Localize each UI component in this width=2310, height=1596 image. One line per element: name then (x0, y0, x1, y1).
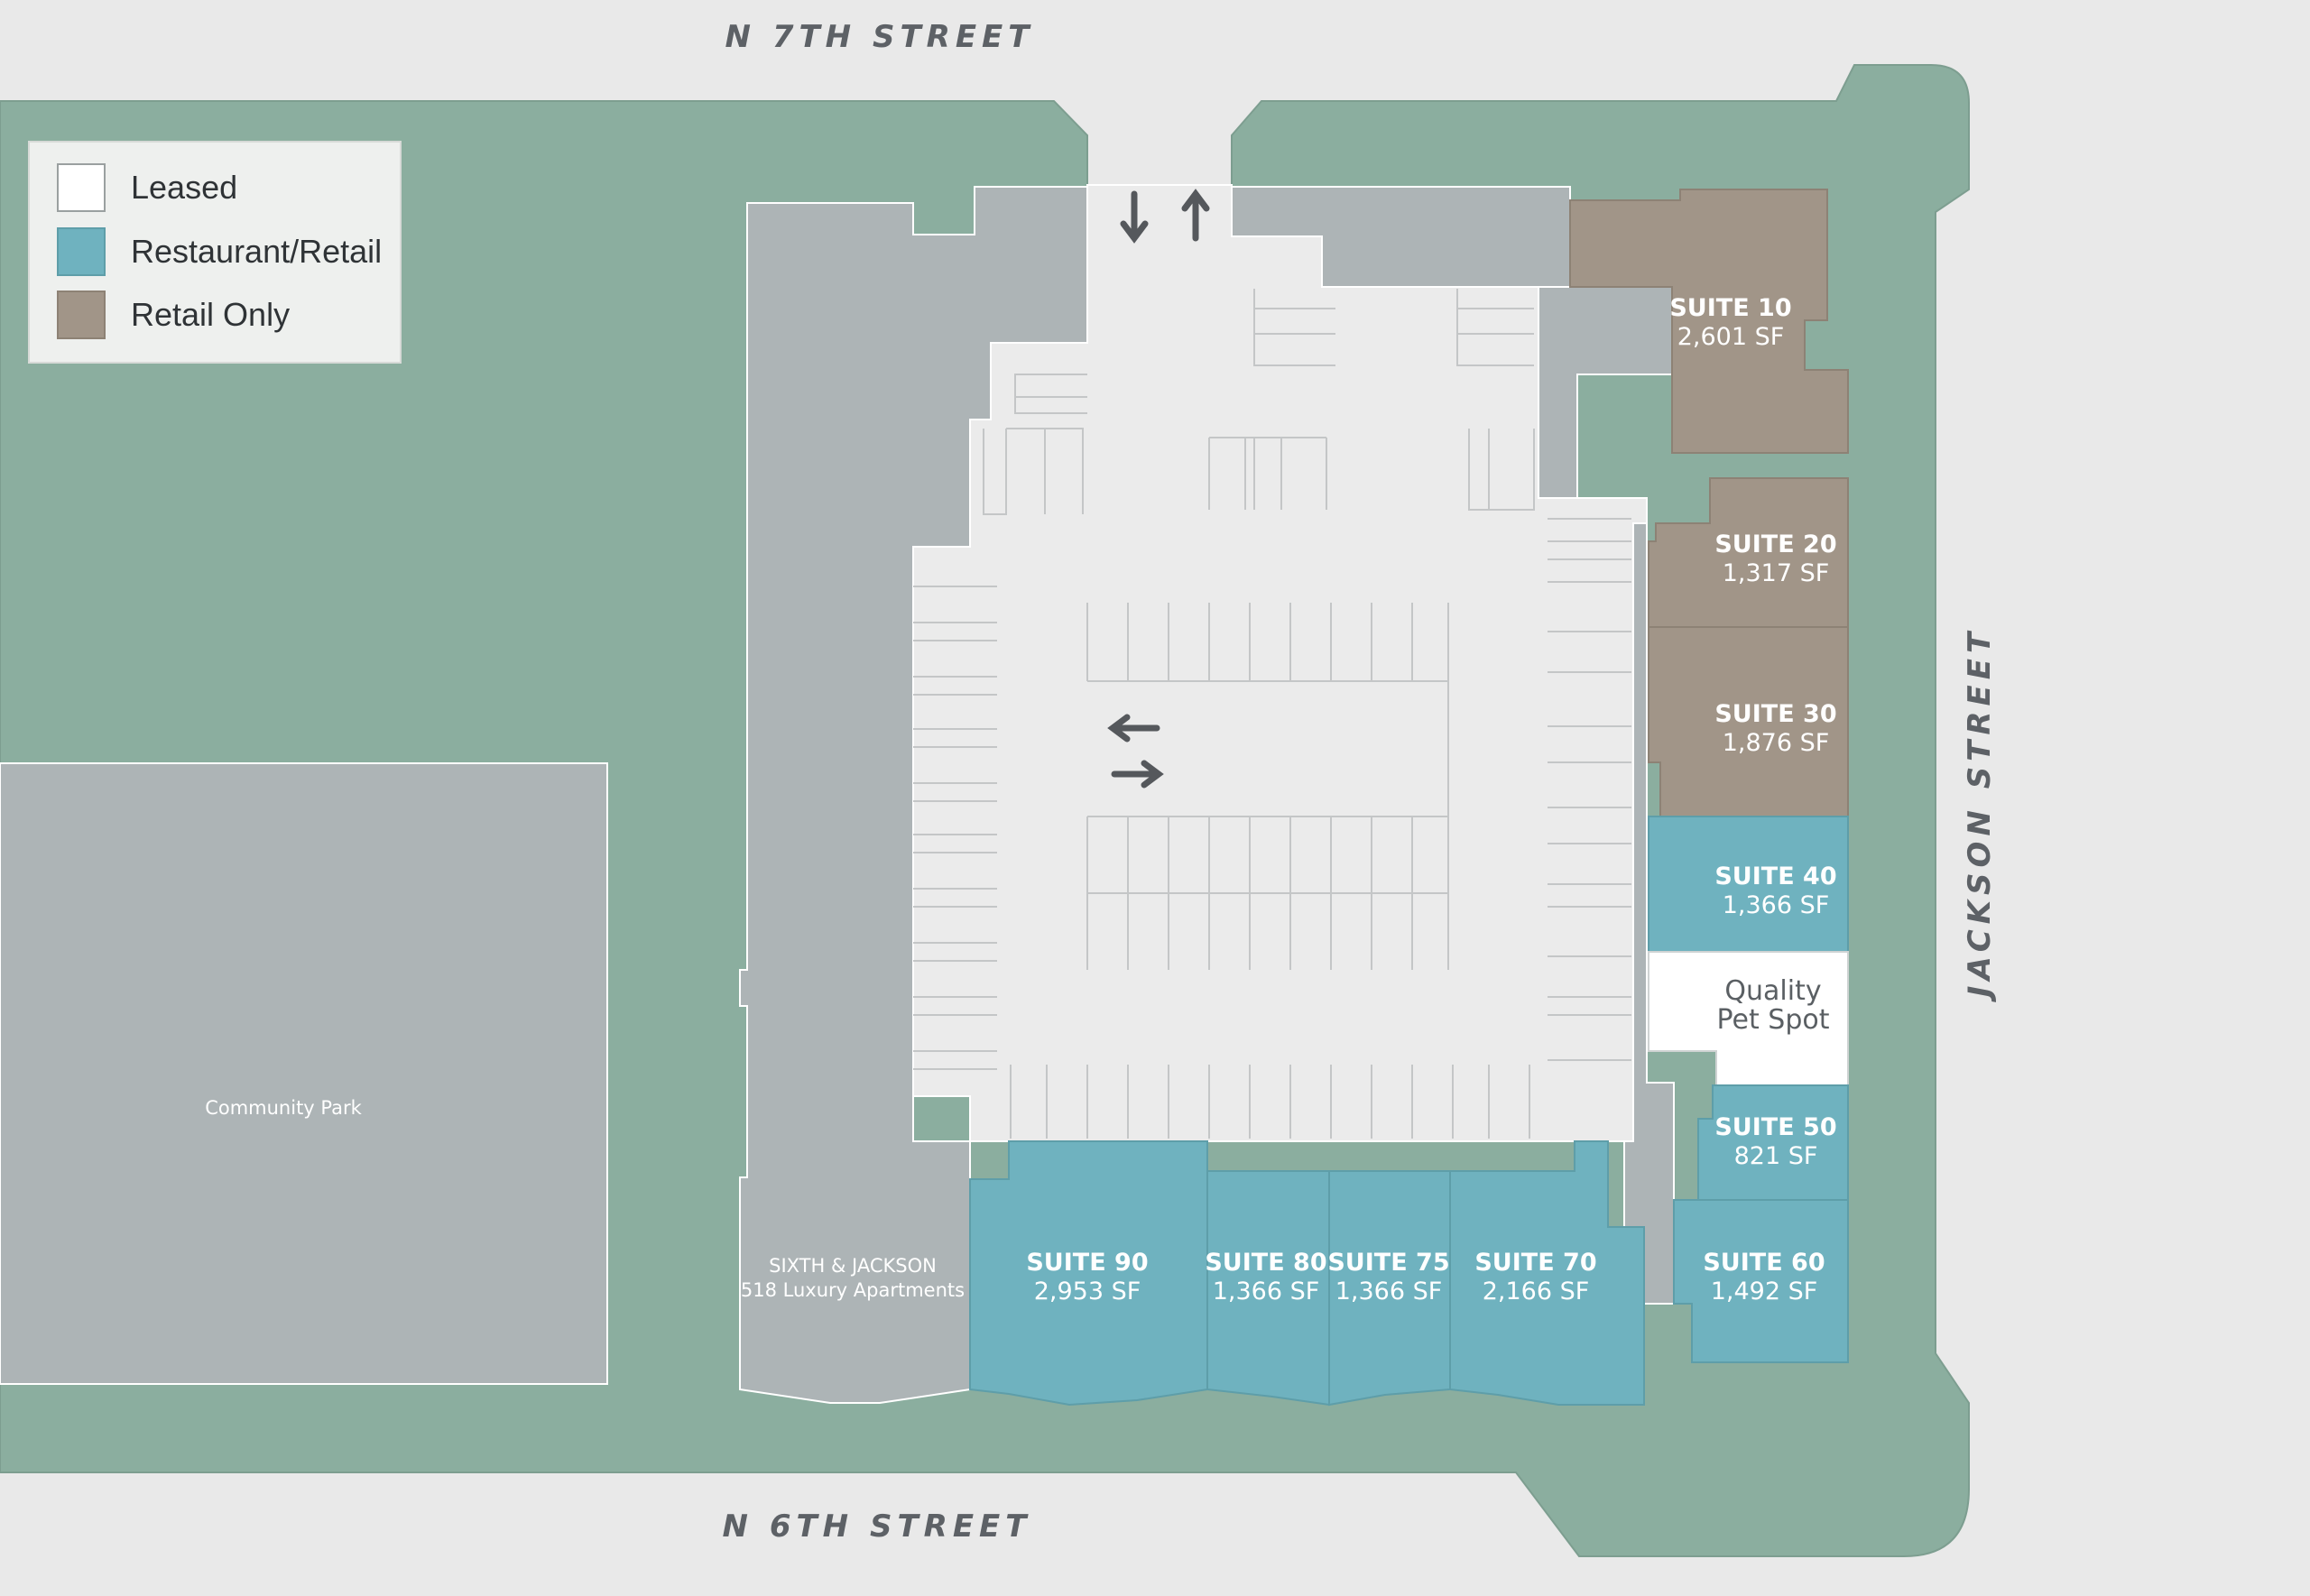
suite-70-size: 2,166 SF (1483, 1278, 1590, 1305)
suite-20-name: SUITE 20 (1714, 530, 1836, 558)
legend-item-retail-only: Retail Only (57, 290, 290, 340)
legend-item-restaurant-retail: Restaurant/Retail (57, 226, 382, 277)
park-label: Community Park (205, 1097, 362, 1119)
suite-90-size: 2,953 SF (1034, 1278, 1141, 1305)
traffic-arrows (1107, 189, 1210, 789)
suite-10-name: SUITE 10 (1669, 294, 1791, 322)
suite-40-name: SUITE 40 (1714, 863, 1836, 890)
suite-80-name: SUITE 80 (1205, 1249, 1326, 1277)
suite-90-shape[interactable] (969, 1140, 1208, 1407)
legend-label-leased: Leased (131, 169, 238, 206)
arrow-down-icon (1120, 190, 1149, 244)
suite-90-name: SUITE 90 (1026, 1249, 1148, 1277)
suite-30-name: SUITE 30 (1714, 700, 1836, 728)
suite-20-shape[interactable] (1648, 477, 1849, 628)
map-legend: Leased Restaurant/Retail Retail Only (28, 141, 402, 364)
suite-labels: SUITE 10 2,601 SF SUITE 20 1,317 SF SUIT… (1026, 294, 1836, 1305)
suite-60-size: 1,492 SF (1711, 1278, 1818, 1305)
suite-75-size: 1,366 SF (1335, 1278, 1443, 1305)
leased-tenant-line2: Pet Spot (1717, 1004, 1830, 1036)
apartments-detail: 518 Luxury Apartments (741, 1279, 965, 1301)
arrow-up-icon (1181, 189, 1210, 242)
parking-lot (912, 184, 1648, 1142)
legend-swatch-restaurant-retail (57, 227, 106, 276)
legend-item-leased: Leased (57, 162, 237, 213)
community-park (0, 762, 608, 1385)
suite-60-shape[interactable] (1673, 1199, 1849, 1363)
suite-70-shape[interactable] (1449, 1140, 1645, 1406)
street-south: N 6TH STREET (723, 1508, 1032, 1545)
suite-60-name: SUITE 60 (1703, 1249, 1825, 1277)
street-north: N 7TH STREET (725, 19, 1035, 55)
suite-40-shape[interactable] (1648, 816, 1849, 953)
leased-tenant-line1: Quality (1724, 975, 1821, 1007)
suite-20-size: 1,317 SF (1723, 559, 1830, 587)
suite-50-name: SUITE 50 (1714, 1113, 1836, 1141)
arrow-left-icon (1107, 714, 1160, 743)
suite-50-size: 821 SF (1734, 1142, 1818, 1170)
suite-70-name: SUITE 70 (1474, 1249, 1596, 1277)
suite-30-size: 1,876 SF (1723, 729, 1830, 757)
apartment-building (739, 186, 1088, 1404)
parking-stalls (913, 289, 1631, 1139)
suite-80-size: 1,366 SF (1213, 1278, 1320, 1305)
legend-label-restaurant-retail: Restaurant/Retail (131, 233, 383, 270)
street-east: JACKSON STREET (1962, 627, 1998, 1002)
apartments-name: SIXTH & JACKSON (769, 1255, 937, 1277)
suite-75-name: SUITE 75 (1327, 1249, 1449, 1277)
suite-10-size: 2,601 SF (1677, 323, 1785, 351)
legend-label-retail-only: Retail Only (131, 296, 291, 333)
suite-40-size: 1,366 SF (1723, 891, 1830, 919)
arrow-right-icon (1111, 760, 1164, 789)
suite-10-shape[interactable] (1569, 189, 1849, 454)
legend-swatch-leased (57, 163, 106, 212)
legend-swatch-retail-only (57, 291, 106, 339)
